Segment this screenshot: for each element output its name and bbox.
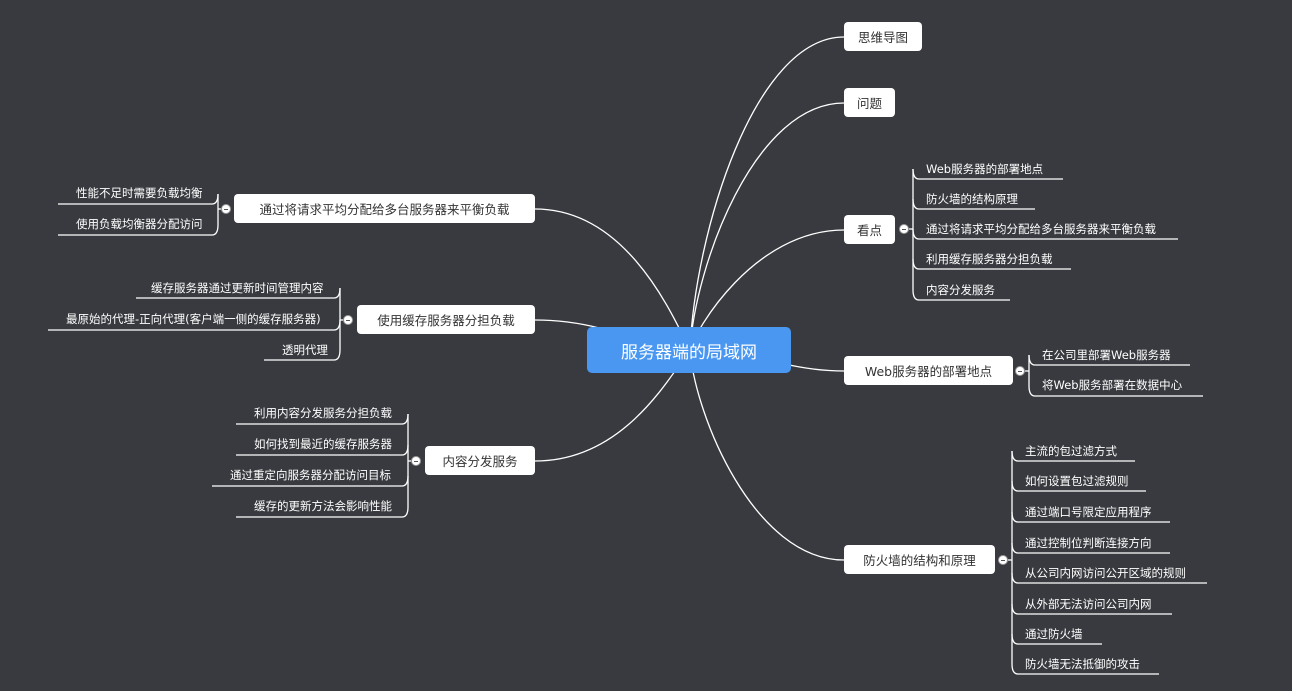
collapse-toggle-cdn[interactable] (411, 456, 421, 466)
topic-firewall[interactable]: 防火墙的结构和原理 (844, 545, 995, 574)
edge-question (689, 102, 845, 351)
leaf-points-4[interactable]: 利用缓存服务器分担负载 (926, 252, 1053, 266)
leaf-firewall-5[interactable]: 从公司内网访问公开区域的规则 (1025, 566, 1186, 580)
leaf-firewall-7[interactable]: 通过防火墙 (1025, 627, 1083, 641)
leaf-firewall-2[interactable]: 如何设置包过滤规则 (1025, 474, 1129, 488)
collapse-toggle-points[interactable] (899, 224, 909, 234)
edge-firewall (689, 349, 845, 561)
bracket-balance-leaf-2 (58, 224, 219, 236)
bracket-firewall-leaf-4 (1011, 542, 1170, 554)
collapse-toggle-firewall[interactable] (998, 555, 1008, 565)
collapse-toggle-cache[interactable] (343, 315, 353, 325)
bracket-cdn-leaf-3 (212, 475, 409, 487)
bracket-firewall-leaf-5 (1011, 572, 1207, 584)
bracket-balance-leaf-1 (58, 193, 219, 205)
leaf-cdn-3[interactable]: 通过重定向服务器分配访问目标 (230, 468, 391, 482)
leaf-web-2[interactable]: 将Web服务部署在数据中心 (1042, 378, 1183, 392)
leaf-points-5[interactable]: 内容分发服务 (926, 283, 995, 297)
bracket-web-leaf-1 (1028, 354, 1190, 366)
bracket-firewall-leaf-1 (1011, 450, 1135, 462)
leaf-firewall-1[interactable]: 主流的包过滤方式 (1025, 444, 1117, 458)
bracket-points-leaf-2 (912, 198, 1035, 210)
bracket-points-leaf-1 (912, 168, 1063, 180)
topic-question[interactable]: 问题 (844, 88, 895, 117)
topic-cache-server[interactable]: 使用缓存服务器分担负载 (357, 305, 535, 334)
leaf-balance-1[interactable]: 性能不足时需要负载均衡 (76, 186, 203, 200)
collapse-toggle-web[interactable] (1015, 366, 1025, 376)
topic-mindmap[interactable]: 思维导图 (844, 22, 922, 51)
bracket-cache-leaf-3 (264, 349, 341, 361)
leaf-cache-3[interactable]: 透明代理 (282, 343, 328, 357)
topic-points[interactable]: 看点 (844, 215, 895, 244)
bracket-cdn-leaf-1 (236, 413, 409, 425)
bracket-firewall-leaf-3 (1011, 511, 1170, 523)
bracket-firewall-leaf-2 (1011, 480, 1146, 492)
root-topic[interactable]: 服务器端的局域网 (587, 327, 791, 373)
leaf-cdn-4[interactable]: 缓存的更新方法会影响性能 (254, 499, 392, 513)
leaf-firewall-3[interactable]: 通过端口号限定应用程序 (1025, 505, 1152, 519)
leaf-cache-1[interactable]: 缓存服务器通过更新时间管理内容 (151, 281, 324, 295)
bracket-cdn-leaf-2 (236, 444, 409, 456)
leaf-firewall-8[interactable]: 防火墙无法抵御的攻击 (1025, 657, 1140, 671)
bracket-cdn-leaf-4 (236, 506, 409, 518)
bracket-points-leaf-3 (912, 228, 1178, 240)
bracket-firewall-leaf-7 (1011, 633, 1102, 645)
edge-mindmap (689, 36, 845, 351)
leaf-cdn-1[interactable]: 利用内容分发服务分担负载 (254, 406, 392, 420)
bracket-cache-leaf-1 (136, 287, 341, 299)
leaf-points-3[interactable]: 通过将请求平均分配给多台服务器来平衡负载 (926, 222, 1156, 236)
topic-load-balance[interactable]: 通过将请求平均分配给多台服务器来平衡负载 (234, 194, 535, 223)
topic-cdn[interactable]: 内容分发服务 (425, 446, 535, 475)
leaf-points-1[interactable]: Web服务器的部署地点 (926, 162, 1044, 176)
leaf-firewall-6[interactable]: 从外部无法访问公司内网 (1025, 597, 1152, 611)
bracket-firewall-leaf-6 (1011, 603, 1172, 615)
bracket-firewall-leaf-8 (1011, 663, 1159, 675)
collapse-toggle-balance[interactable] (221, 204, 231, 214)
bracket-web-leaf-2 (1028, 385, 1203, 397)
bracket-points-leaf-5 (912, 289, 1010, 301)
leaf-points-2[interactable]: 防火墙的结构原理 (926, 192, 1018, 206)
leaf-firewall-4[interactable]: 通过控制位判断连接方向 (1025, 536, 1152, 550)
leaf-web-1[interactable]: 在公司里部署Web服务器 (1042, 348, 1171, 362)
bracket-points-leaf-4 (912, 258, 1071, 270)
leaf-cache-2[interactable]: 最原始的代理-正向代理(客户端一侧的缓存服务器) (66, 312, 321, 326)
bracket-cache-leaf-2 (48, 319, 341, 331)
topic-web-server-location[interactable]: Web服务器的部署地点 (844, 356, 1013, 385)
leaf-cdn-2[interactable]: 如何找到最近的缓存服务器 (254, 437, 392, 451)
leaf-balance-2[interactable]: 使用负载均衡器分配访问 (76, 217, 203, 231)
